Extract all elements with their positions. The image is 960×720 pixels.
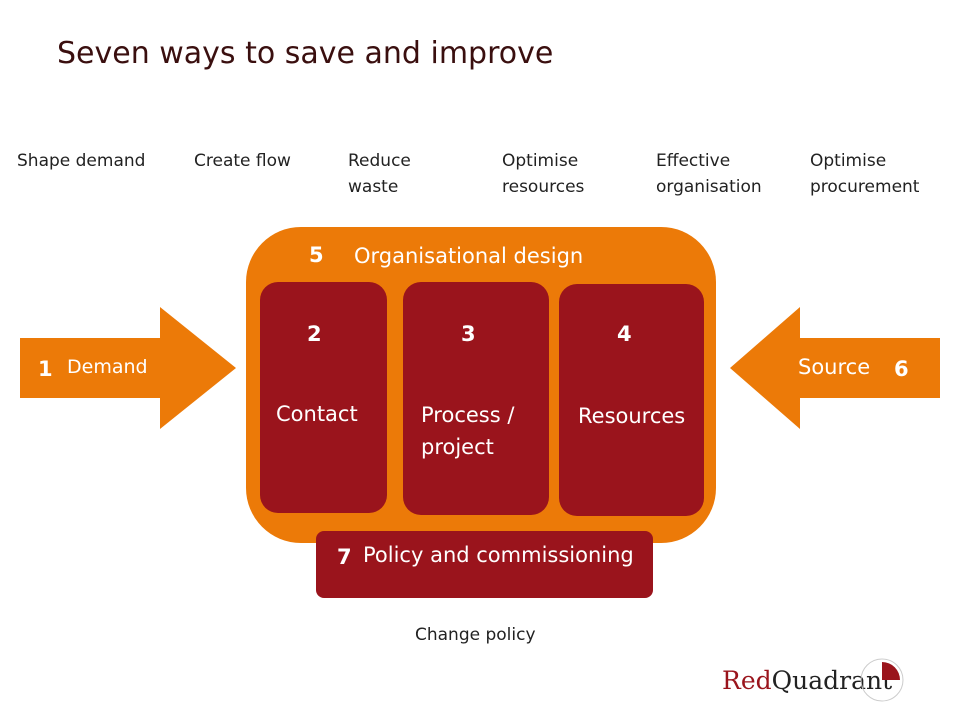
resources-number: 4 xyxy=(617,322,632,346)
demand-label: Demand xyxy=(67,356,148,378)
policy-number: 7 xyxy=(337,545,352,569)
process-box xyxy=(403,282,549,515)
resources-label: Resources xyxy=(578,404,686,428)
logo-dark-text: Quadrant xyxy=(771,666,893,695)
redquadrant-logo: RedQuadrant xyxy=(722,666,892,695)
demand-arrow xyxy=(20,307,236,429)
lever-optimise-procurement: Optimise procurement xyxy=(810,151,920,197)
slide-title: Seven ways to save and improve xyxy=(57,36,554,71)
source-arrow xyxy=(730,307,940,429)
change-policy-label: Change policy xyxy=(415,625,536,645)
lever-shape-demand: Shape demand xyxy=(17,151,146,171)
quadrant-logo-icon xyxy=(860,658,904,702)
logo-red-text: Red xyxy=(722,666,772,695)
contact-number: 2 xyxy=(307,322,322,346)
contact-box xyxy=(260,282,387,513)
policy-box xyxy=(316,531,653,598)
process-number: 3 xyxy=(461,322,476,346)
source-number: 6 xyxy=(894,357,909,381)
lever-create-flow: Create flow xyxy=(194,151,291,171)
org-label: Organisational design xyxy=(354,244,584,268)
lever-reduce-waste: Reduce waste xyxy=(348,151,411,197)
org-number: 5 xyxy=(309,243,324,267)
process-label: Process / project xyxy=(421,403,515,459)
lever-optimise-resources: Optimise resources xyxy=(502,151,585,197)
resources-box xyxy=(559,284,704,516)
demand-number: 1 xyxy=(38,357,53,381)
lever-effective-organisation: Effective organisation xyxy=(656,151,762,197)
source-label: Source xyxy=(798,355,871,379)
contact-label: Contact xyxy=(276,402,358,426)
policy-label: Policy and commissioning xyxy=(363,543,634,567)
